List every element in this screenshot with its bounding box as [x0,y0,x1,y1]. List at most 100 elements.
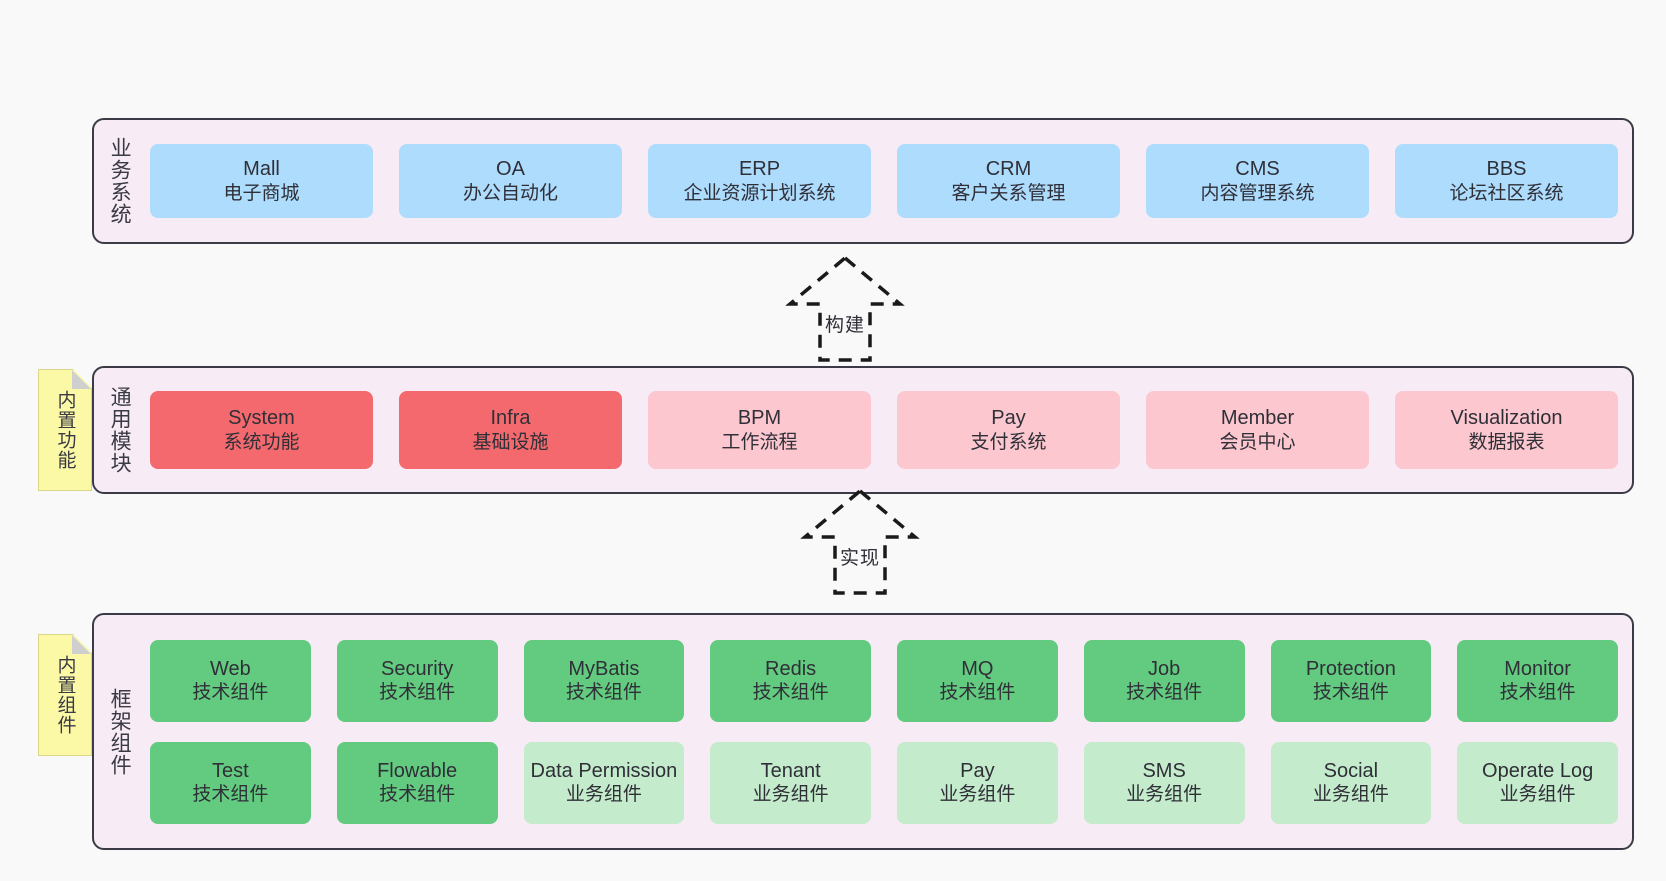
node-title: Member [1220,407,1295,430]
node-subtitle: 技术组件 [192,784,269,806]
node-data-permission[interactable]: Data Permission 业务组件 [523,741,685,824]
node-subtitle: 客户关系管理 [951,182,1066,204]
node-title: BPM [737,407,782,430]
node-subtitle: 业务组件 [939,784,1016,806]
node-subtitle: 支付系统 [970,431,1047,453]
fold-corner-icon [72,370,91,389]
layer-body-business: Mall 电子商城 OA 办公自动化 ERP 企业资源计划系统 CRM 客户关系… [144,120,1632,242]
node-visualization[interactable]: Visualization 数据报表 [1395,391,1618,469]
node-subtitle: 电子商城 [223,182,300,204]
layer-title-business: 业务系统 [108,137,132,225]
node-social[interactable]: Social 业务组件 [1270,741,1432,824]
node-subtitle: 业务组件 [752,784,829,806]
node-operate-log[interactable]: Operate Log 业务组件 [1457,741,1618,824]
node-subtitle: 技术组件 [1312,682,1389,704]
node-subtitle: 工作流程 [721,431,798,453]
node-subtitle: 系统功能 [223,431,300,453]
node-protection[interactable]: Protection 技术组件 [1270,639,1432,722]
node-oa[interactable]: OA 办公自动化 [399,144,622,218]
node-test[interactable]: Test 技术组件 [150,741,311,824]
node-row: Web 技术组件 Security 技术组件 MyBatis 技术组件 Redi… [150,639,1618,722]
node-mq[interactable]: MQ 技术组件 [897,639,1058,722]
node-title: Social [1323,759,1379,782]
node-tenant[interactable]: Tenant 业务组件 [710,741,871,824]
node-subtitle: 技术组件 [192,682,269,704]
node-title: Redis [765,657,817,680]
arrow-up-dashed-icon [785,255,905,362]
node-subtitle: 数据报表 [1468,431,1545,453]
node-crm[interactable]: CRM 客户关系管理 [897,144,1120,218]
node-subtitle: 技术组件 [752,682,829,704]
node-redis[interactable]: Redis 技术组件 [710,639,871,722]
note-builtin-functions: 内置功能 [38,369,92,491]
node-title: Job [1148,657,1181,680]
node-title: ERP [738,158,781,181]
node-security[interactable]: Security 技术组件 [336,639,498,722]
node-infra[interactable]: Infra 基础设施 [399,391,622,469]
node-title: Pay [960,759,995,782]
node-subtitle: 业务组件 [1126,784,1203,806]
node-title: Web [209,657,251,680]
node-title: Protection [1305,657,1396,680]
node-subtitle: 技术组件 [939,682,1016,704]
node-subtitle: 论坛社区系统 [1449,182,1564,204]
node-pay-module[interactable]: Pay 支付系统 [897,391,1120,469]
layer-title-framework: 框架组件 [108,687,132,776]
note-builtin-components: 内置组件 [38,634,92,756]
node-title: Tenant [760,759,821,782]
note-label: 内置功能 [54,390,76,470]
node-web[interactable]: Web 技术组件 [150,639,311,722]
layer-framework-components: 框架组件 Web 技术组件 Security 技术组件 MyBatis 技术组件… [92,613,1634,850]
node-member[interactable]: Member 会员中心 [1146,391,1369,469]
layer-business-system: 业务系统 Mall 电子商城 OA 办公自动化 ERP 企业资源计划系统 CRM… [92,118,1634,244]
arrow-label-build: 构建 [824,315,865,336]
node-title: OA [496,158,525,181]
node-subtitle: 业务组件 [1499,784,1576,806]
node-mall[interactable]: Mall 电子商城 [150,144,373,218]
node-pay-component[interactable]: Pay 业务组件 [897,741,1058,824]
node-title: Visualization [1450,407,1563,430]
node-cms[interactable]: CMS 内容管理系统 [1146,144,1369,218]
node-row: System 系统功能 Infra 基础设施 BPM 工作流程 Pay 支付系统… [150,391,1618,469]
layer-title-common: 通用模块 [108,386,132,474]
node-subtitle: 办公自动化 [462,182,558,204]
arrow-up-dashed-icon [800,488,920,595]
node-title: MQ [961,657,994,680]
node-title: SMS [1142,759,1186,782]
node-title: Flowable [377,759,458,782]
node-subtitle: 技术组件 [1499,682,1576,704]
node-title: Mall [243,158,280,181]
node-row: Mall 电子商城 OA 办公自动化 ERP 企业资源计划系统 CRM 客户关系… [150,144,1618,218]
node-row: Test 技术组件 Flowable 技术组件 Data Permission … [150,741,1618,824]
arrow-build: 构建 [750,254,940,364]
node-title: CMS [1235,158,1280,181]
node-title: CRM [985,158,1032,181]
node-monitor[interactable]: Monitor 技术组件 [1457,639,1618,722]
node-erp[interactable]: ERP 企业资源计划系统 [648,144,871,218]
node-title: Operate Log [1482,759,1594,782]
node-subtitle: 技术组件 [1126,682,1203,704]
node-bpm[interactable]: BPM 工作流程 [648,391,871,469]
note-label: 内置组件 [54,655,76,735]
node-title: MyBatis [568,657,640,680]
arrow-label-implement: 实现 [839,548,880,569]
node-job[interactable]: Job 技术组件 [1083,639,1245,722]
node-title: BBS [1486,158,1527,181]
node-title: Data Permission [530,759,678,782]
node-subtitle: 基础设施 [472,431,549,453]
node-title: System [228,407,295,430]
node-subtitle: 会员中心 [1219,431,1296,453]
node-title: Monitor [1504,657,1571,680]
node-mybatis[interactable]: MyBatis 技术组件 [523,639,685,722]
node-subtitle: 企业资源计划系统 [683,182,836,204]
node-title: Security [381,657,454,680]
node-bbs[interactable]: BBS 论坛社区系统 [1395,144,1618,218]
node-subtitle: 内容管理系统 [1200,182,1315,204]
node-flowable[interactable]: Flowable 技术组件 [336,741,498,824]
node-title: Test [212,759,249,782]
node-system[interactable]: System 系统功能 [150,391,373,469]
node-subtitle: 业务组件 [565,784,642,806]
node-subtitle: 业务组件 [1312,784,1389,806]
node-sms[interactable]: SMS 业务组件 [1083,741,1245,824]
